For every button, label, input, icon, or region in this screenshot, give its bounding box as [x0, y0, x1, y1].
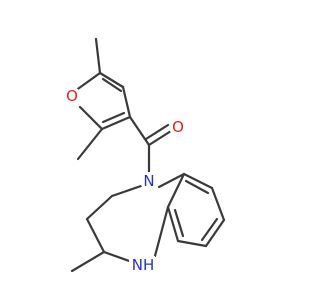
bond-n1-c2 [110, 184, 143, 198]
bond-c6-c5a-double [173, 208, 185, 238]
amide-nitrogen-label: N [143, 172, 154, 190]
bond-c5a-n5 [153, 205, 170, 258]
bond-c6-c5a [166, 205, 180, 243]
bond-c4-c3 [121, 85, 132, 119]
bond-carbonyl-o [147, 129, 173, 147]
bond-c9-c8 [210, 186, 226, 222]
amine-nh-label: NH [132, 256, 155, 274]
bond-c5a-c9a [166, 172, 186, 209]
bond-c8-c7 [204, 218, 226, 248]
bond-c2-methyl [76, 127, 104, 161]
bond-c3-c2 [100, 115, 132, 131]
bond-c4-methyl [70, 250, 106, 273]
bond-c2-c3 [85, 194, 114, 221]
bond-n1-c9a [157, 172, 186, 189]
bond-c3-c4 [85, 217, 106, 254]
bond-c5-c4-double [101, 77, 123, 93]
molecule-structure-diagram: O O N NH [66, 37, 226, 274]
bond-c9a-c9-double [184, 179, 210, 195]
bond-c9a-c9 [182, 172, 214, 190]
bond-o1-c5 [73, 71, 102, 93]
bond-c4-n5 [102, 250, 134, 264]
bond-c3-c2-double [101, 111, 126, 124]
bond-c7-c6 [176, 239, 208, 248]
bond-methyl-c5 [94, 37, 102, 75]
bond-c8-c7-double [200, 217, 219, 242]
bond-c2-o1 [78, 105, 104, 131]
bond-carbonyl-o-double [144, 123, 170, 141]
furan-oxygen-label: O [66, 87, 78, 105]
carbonyl-oxygen-label: O [172, 118, 184, 136]
bond-c5-c4 [98, 71, 125, 89]
bond-c3-carbonyl [128, 115, 151, 147]
